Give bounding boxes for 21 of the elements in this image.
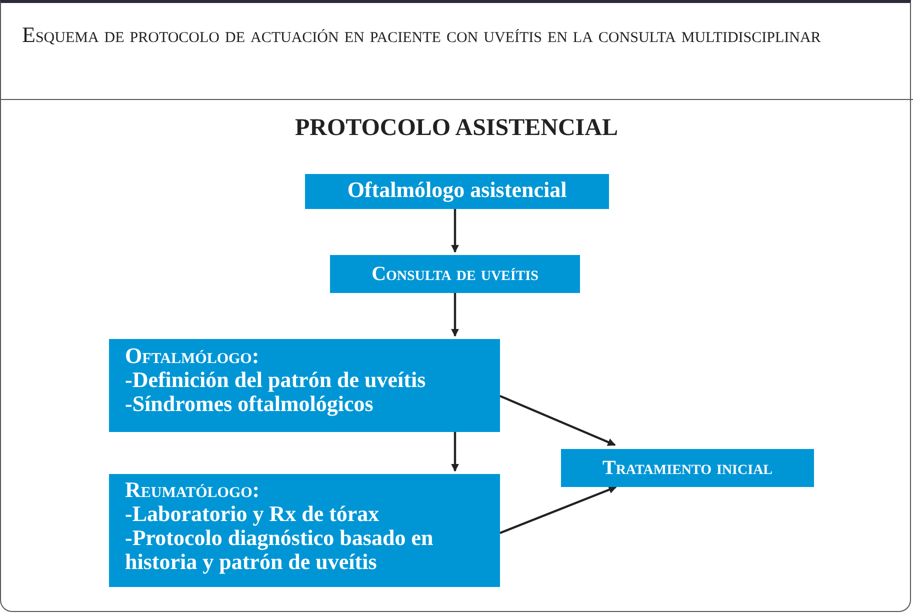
arrow — [500, 394, 616, 446]
arrow — [451, 432, 459, 472]
header-title: Esquema de protocolo de actuación en paciente con uveítis en la consulta multidisciplinar — [22, 21, 822, 49]
arrow — [500, 486, 617, 534]
arrow — [451, 293, 459, 337]
box-heading: Reumatólogo: — [125, 478, 261, 502]
box-heading: Oftalmólogo: — [125, 344, 260, 368]
box-text: -Síndromes oftalmológicos — [125, 392, 374, 416]
box-text: Consulta de uveítis — [370, 262, 540, 287]
box-text: -Laboratorio y Rx de tórax — [125, 502, 380, 526]
section-heading: PROTOCOLO ASISTENCIAL — [294, 115, 619, 142]
arrow — [451, 209, 459, 253]
box-text: -Protocolo diagnóstico basado en historia y patrón de uveítis — [125, 526, 434, 574]
process-box — [305, 174, 609, 209]
process-box — [109, 474, 500, 587]
process-box — [561, 449, 814, 487]
box-text: -Definición del patrón de uveítis — [125, 368, 427, 392]
box-text: Oftalmólogo asistencial — [346, 177, 568, 203]
box-text: Tratamiento inicial — [601, 456, 774, 481]
process-box — [109, 339, 500, 432]
process-box — [330, 255, 580, 293]
